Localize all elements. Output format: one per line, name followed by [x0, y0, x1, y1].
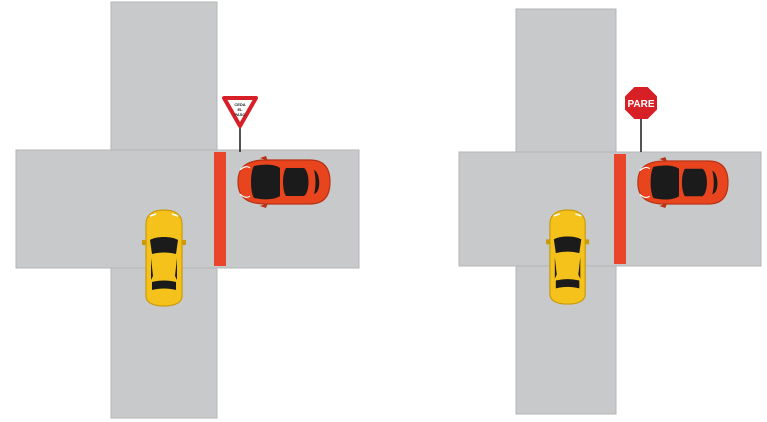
yield-sign-icon: CEDA EL PASO: [224, 98, 256, 152]
stop-sign-text: PARE: [627, 99, 654, 110]
red-car-icon: [238, 156, 330, 208]
yellow-car-icon: [142, 210, 186, 306]
stop-sign-icon: PARE: [625, 87, 657, 152]
stop-line: [614, 154, 626, 264]
intersection-left: CEDA EL PASO: [16, 2, 359, 418]
stop-line: [214, 152, 226, 266]
red-car-icon: [638, 157, 728, 208]
yellow-car-icon: [546, 210, 589, 304]
yield-sign-text-3: PASO: [234, 112, 245, 117]
intersection-right: PARE: [459, 9, 761, 414]
